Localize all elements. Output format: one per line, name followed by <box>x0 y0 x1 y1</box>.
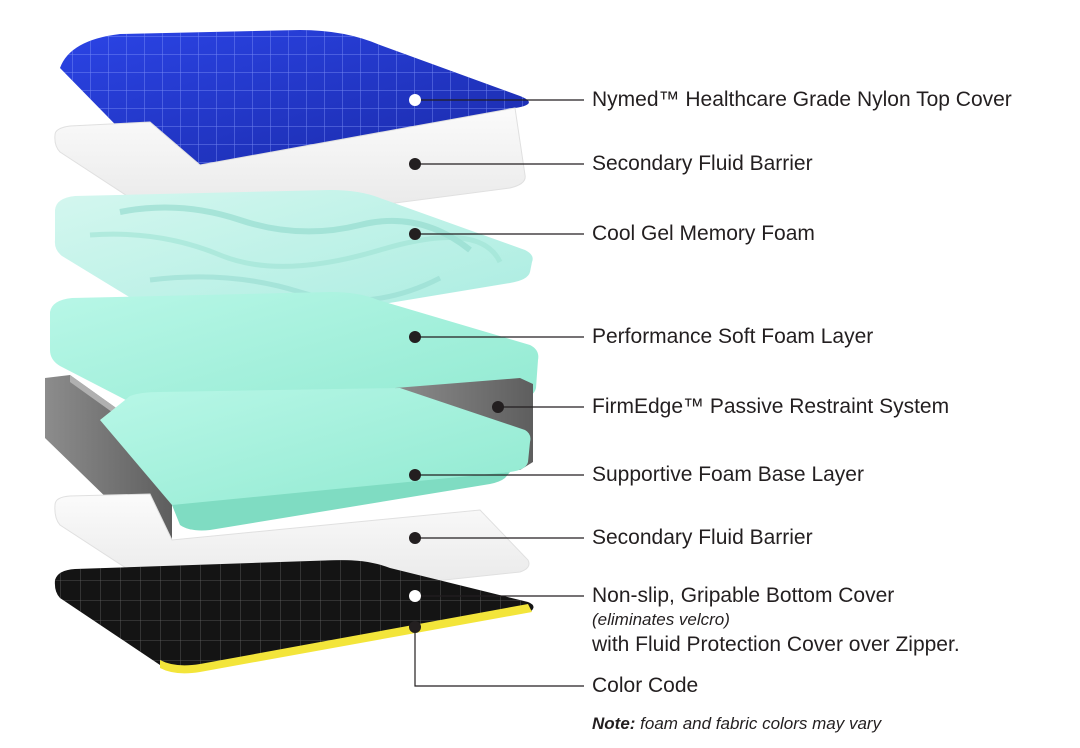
dot-nylon-top-cover <box>409 94 421 106</box>
dot-fluid-barrier-top <box>409 158 421 170</box>
label-performance-soft-foam: Performance Soft Foam Layer <box>592 325 874 348</box>
label-secondary-fluid-barrier-top: Secondary Fluid Barrier <box>592 152 813 175</box>
leader-lines <box>414 99 584 687</box>
dot-color-code <box>409 621 421 633</box>
label-cool-gel-memory-foam: Cool Gel Memory Foam <box>592 222 815 245</box>
label-bottom-cover-line2: with Fluid Protection Cover over Zipper. <box>592 633 960 656</box>
non-slip-bottom-cover-layer <box>54 560 534 674</box>
dot-soft-foam <box>409 331 421 343</box>
callout-dots <box>409 94 504 633</box>
dot-foam-base <box>409 469 421 481</box>
label-firmedge-restraint: FirmEdge™ Passive Restraint System <box>592 395 950 418</box>
label-nylon-top-cover: Nymed™ Healthcare Grade Nylon Top Cover <box>592 88 1012 111</box>
dot-firmedge <box>492 401 504 413</box>
supportive-foam-base-layer <box>100 388 531 531</box>
dot-fluid-barrier-bottom <box>409 532 421 544</box>
note-body: foam and fabric colors may vary <box>635 714 882 733</box>
nylon-top-cover-layer <box>60 30 529 167</box>
label-color-code: Color Code <box>592 674 699 697</box>
dot-gel-foam <box>409 228 421 240</box>
note-bold: Note: <box>592 714 636 733</box>
label-secondary-fluid-barrier-bottom: Secondary Fluid Barrier <box>592 526 813 549</box>
color-code-stripe <box>160 604 532 674</box>
note-text: Note: foam and fabric colors may vary <box>592 714 881 734</box>
label-supportive-foam-base: Supportive Foam Base Layer <box>592 463 864 486</box>
dot-bottom-cover <box>409 590 421 602</box>
label-bottom-cover-subtitle: (eliminates velcro) <box>592 610 730 629</box>
label-bottom-cover: Non-slip, Gripable Bottom Cover <box>592 584 895 607</box>
